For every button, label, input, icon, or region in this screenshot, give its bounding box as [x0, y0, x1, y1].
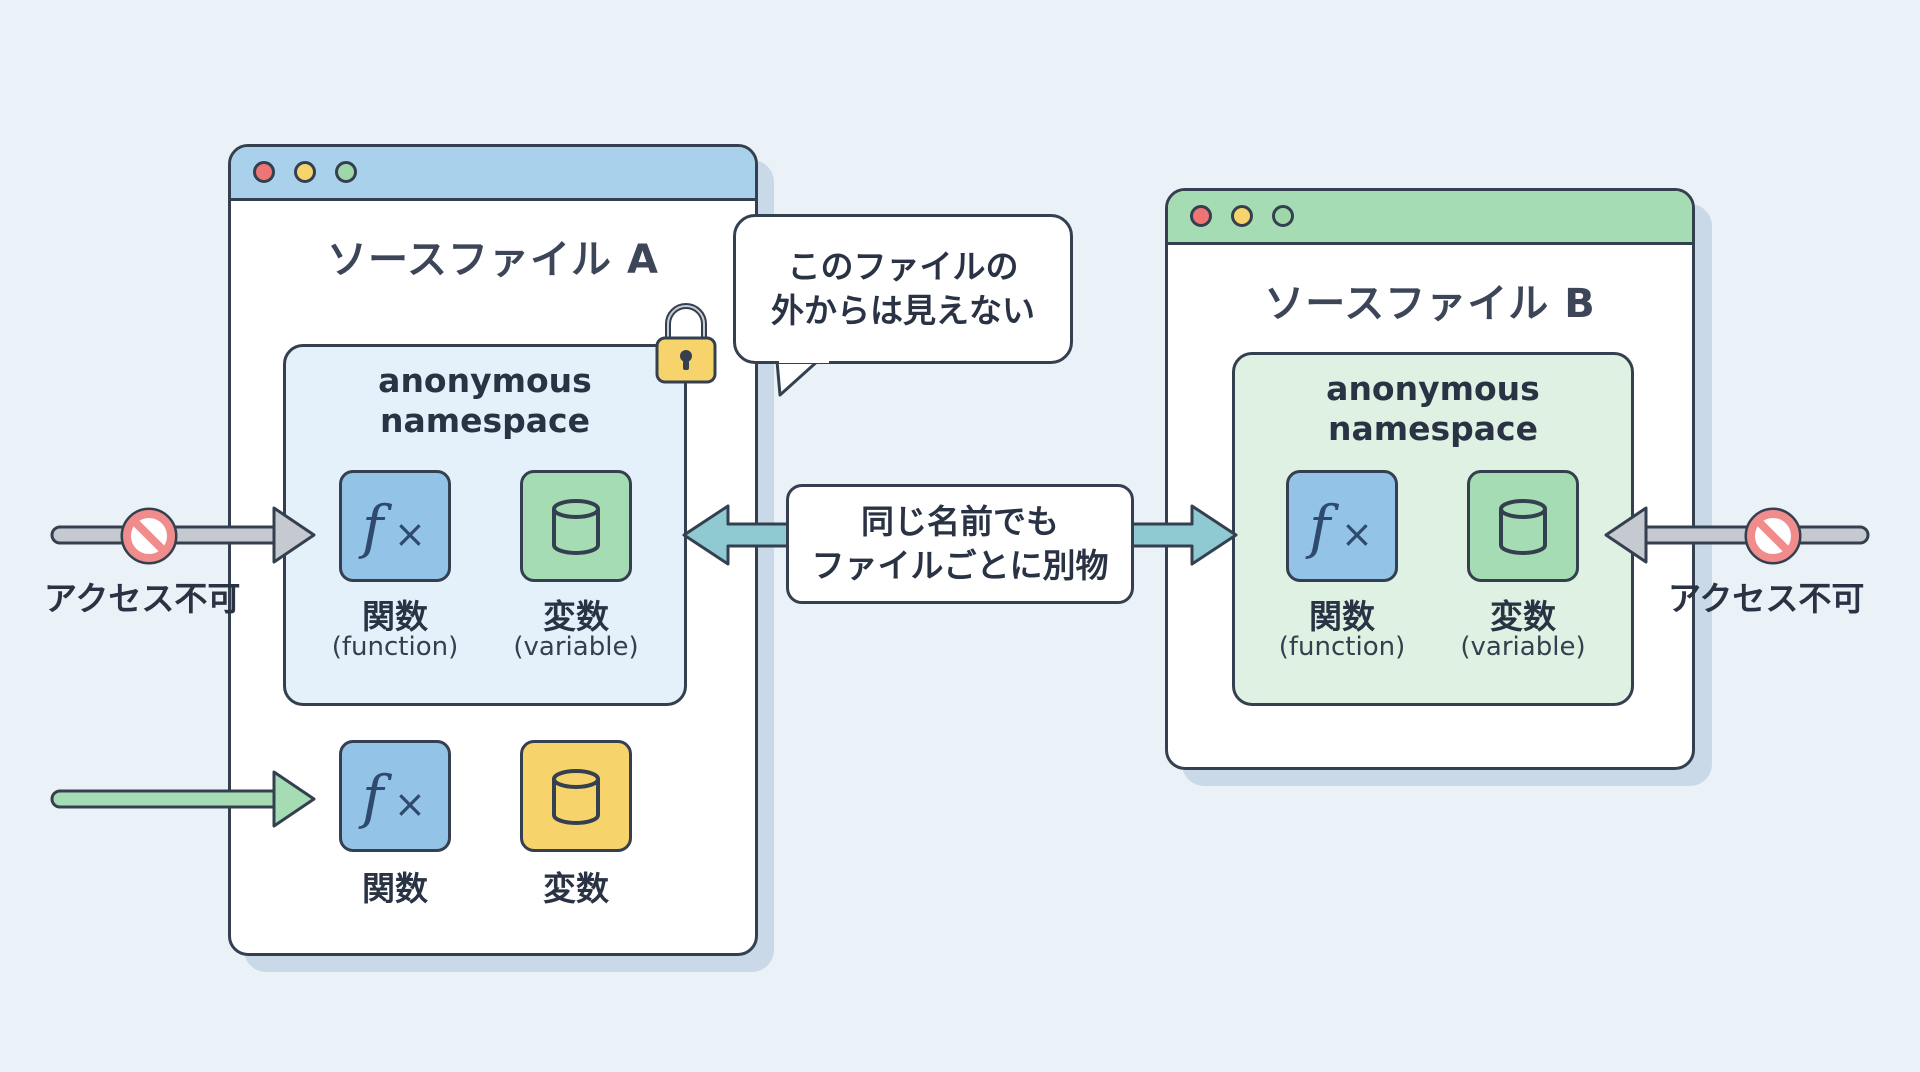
close-dot-icon[interactable]	[1190, 205, 1212, 227]
lock-icon	[655, 303, 717, 384]
source-file-b-title: ソースファイル B	[1264, 281, 1596, 327]
variable-tile-b	[1467, 470, 1579, 582]
source-file-a-title: ソースファイル A	[327, 237, 659, 283]
namespace-b-label-line2: namespace	[1327, 409, 1538, 448]
function-label-a: 関数	[362, 597, 428, 636]
svg-text:f: f	[358, 763, 393, 831]
svg-text:×: ×	[394, 512, 426, 556]
svg-text:f: f	[1305, 493, 1340, 561]
variable-sub-label-b: (variable)	[1460, 632, 1586, 662]
database-icon	[552, 769, 600, 825]
svg-text:f: f	[358, 493, 393, 561]
window-b-titlebar	[1168, 191, 1692, 245]
svg-text:×: ×	[394, 782, 426, 826]
global-variable-tile-a	[520, 740, 632, 852]
function-icon: f ×	[358, 763, 426, 831]
database-icon	[552, 499, 600, 555]
access-denied-label-left: アクセス不可	[44, 579, 241, 618]
window-a-titlebar	[231, 147, 755, 201]
svg-text:×: ×	[1341, 512, 1373, 556]
namespace-b-label-line1: anonymous	[1326, 369, 1540, 408]
database-icon	[1499, 499, 1547, 555]
maximize-dot-icon[interactable]	[1272, 205, 1294, 227]
no-access-icon	[120, 507, 178, 565]
namespace-a-label-line1: anonymous	[378, 361, 592, 400]
function-label-b: 関数	[1309, 597, 1375, 636]
variable-sub-label-a: (variable)	[513, 632, 639, 662]
function-icon: f ×	[358, 493, 426, 561]
no-access-icon	[1744, 507, 1802, 565]
variable-label-b: 変数	[1490, 597, 1556, 636]
function-sub-label-b: (function)	[1278, 632, 1406, 662]
hidden-callout: このファイルの 外からは見えない	[733, 214, 1073, 364]
minimize-dot-icon[interactable]	[294, 161, 316, 183]
blocked-arrow-right	[1604, 506, 1870, 564]
variable-tile-a	[520, 470, 632, 582]
distinct-callout-line1: 同じ名前でも	[861, 502, 1059, 541]
function-tile-a: f ×	[339, 470, 451, 582]
namespace-a-label-line2: namespace	[379, 401, 590, 440]
function-icon: f ×	[1305, 493, 1373, 561]
function-tile-b: f ×	[1286, 470, 1398, 582]
function-sub-label-a: (function)	[331, 632, 459, 662]
blocked-arrow-left	[50, 506, 316, 564]
variable-label-a: 変数	[543, 597, 609, 636]
global-function-tile-a: f ×	[339, 740, 451, 852]
hidden-callout-line2: 外からは見えない	[771, 291, 1035, 330]
distinct-callout-line2: ファイルごとに別物	[811, 546, 1109, 585]
maximize-dot-icon[interactable]	[335, 161, 357, 183]
global-variable-label-a: 変数	[543, 869, 609, 908]
minimize-dot-icon[interactable]	[1231, 205, 1253, 227]
hidden-callout-line1: このファイルの	[787, 247, 1019, 286]
accessible-arrow	[50, 770, 316, 828]
distinct-callout: 同じ名前でも ファイルごとに別物	[786, 484, 1134, 604]
close-dot-icon[interactable]	[253, 161, 275, 183]
global-function-label-a: 関数	[362, 869, 428, 908]
access-denied-label-right: アクセス不可	[1668, 579, 1865, 618]
